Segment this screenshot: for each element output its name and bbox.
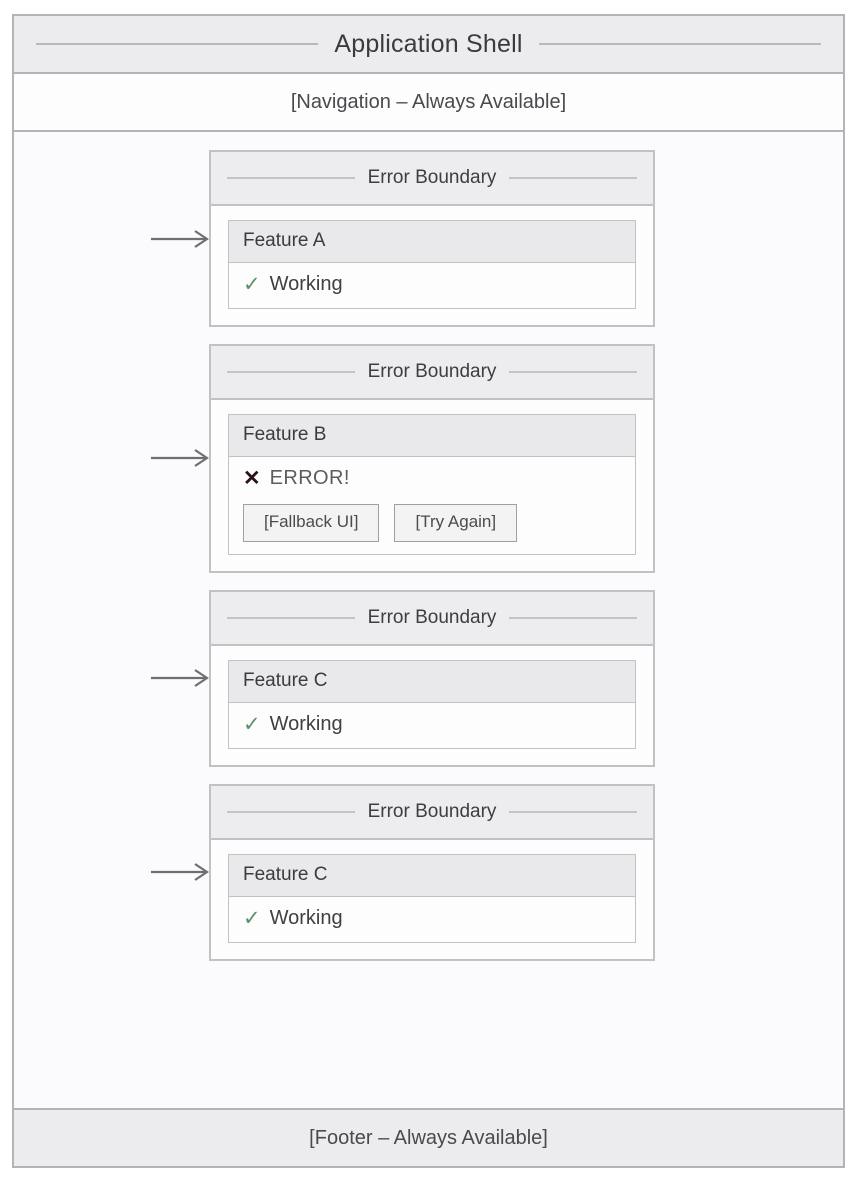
feature-name: Feature C: [243, 863, 328, 885]
application-shell: Application Shell [Navigation – Always A…: [12, 14, 845, 1168]
boundary-rule-left: [227, 616, 355, 619]
status-badge: ✓ Working: [243, 907, 621, 930]
feature-card-body: ✓ Working: [229, 263, 635, 308]
boundary-row: Error Boundary Feature C ✓ Working: [14, 783, 843, 961]
feature-card-header: Feature C: [229, 660, 635, 703]
feature-card-body: ✕ ERROR! [Fallback UI] [Try Again]: [229, 457, 635, 554]
cross-icon: ✕: [243, 467, 261, 490]
boundary-row: Error Boundary Feature A ✓ Working: [14, 150, 843, 327]
boundary-row: Error Boundary Feature C ✓ Working: [14, 589, 843, 767]
fallback-button-row: [Fallback UI] [Try Again]: [243, 504, 621, 542]
error-boundary-card: Error Boundary Feature A ✓ Working: [209, 150, 655, 327]
error-boundary-header: Error Boundary: [211, 152, 653, 206]
boundary-rule-right: [509, 177, 637, 179]
boundary-rule-right: [509, 616, 637, 619]
feature-card-header: Feature A: [229, 221, 635, 263]
arrow-right-icon: [149, 665, 215, 691]
error-boundary-card: Error Boundary Feature C ✓ Working: [209, 589, 655, 767]
feature-card: Feature B ✕ ERROR! [Fallback UI] [Try Ag…: [228, 414, 636, 555]
boundary-rule-right: [509, 371, 637, 373]
shell-title-band: Application Shell: [14, 16, 843, 74]
boundary-rule-left: [227, 177, 355, 179]
footer-label: [Footer – Always Available]: [309, 1126, 548, 1149]
feature-card: Feature C ✓ Working: [228, 853, 636, 943]
status-badge: ✕ ERROR!: [243, 467, 621, 490]
status-label: Working: [269, 906, 343, 929]
footer-bar: [Footer – Always Available]: [14, 1108, 843, 1166]
status-badge: ✓ Working: [243, 273, 621, 296]
feature-name: Feature C: [243, 669, 328, 691]
boundary-rule-left: [227, 371, 355, 373]
boundary-rule-left: [227, 810, 355, 813]
error-boundary-header: Error Boundary: [211, 346, 653, 400]
feature-card-header: Feature C: [229, 854, 635, 897]
feature-card-body: ✓ Working: [229, 897, 635, 942]
try-again-button[interactable]: [Try Again]: [394, 504, 518, 542]
arrow-right-icon: [149, 859, 215, 885]
error-boundary-title: Error Boundary: [367, 167, 497, 188]
error-boundary-content: Feature A ✓ Working: [211, 206, 653, 325]
error-boundary-header: Error Boundary: [211, 591, 653, 646]
status-label: ERROR!: [269, 467, 350, 489]
arrow-right-icon: [149, 445, 215, 471]
feature-name: Feature A: [243, 230, 326, 251]
navigation-label: [Navigation – Always Available]: [290, 90, 567, 113]
check-icon: ✓: [243, 273, 261, 296]
error-boundary-title: Error Boundary: [367, 361, 497, 382]
feature-card-header: Feature B: [229, 415, 635, 457]
error-boundary-header: Error Boundary: [211, 785, 653, 840]
feature-name: Feature B: [243, 424, 327, 445]
boundary-rule-right: [509, 810, 637, 813]
feature-card: Feature A ✓ Working: [228, 220, 636, 309]
title-rule-left: [36, 43, 319, 45]
feature-card-body: ✓ Working: [229, 703, 635, 748]
status-badge: ✓ Working: [243, 713, 621, 736]
page-title: Application Shell: [334, 29, 523, 58]
boundary-stack: Error Boundary Feature A ✓ Working: [14, 132, 843, 1108]
boundary-row: Error Boundary Feature B ✕ ERROR!: [14, 344, 843, 573]
fallback-ui-button[interactable]: [Fallback UI]: [243, 504, 380, 542]
error-boundary-title: Error Boundary: [367, 800, 497, 822]
status-label: Working: [269, 712, 343, 735]
title-rule-right: [538, 43, 821, 45]
error-boundary-content: Feature C ✓ Working: [211, 646, 653, 765]
status-label: Working: [269, 273, 343, 295]
check-icon: ✓: [243, 712, 261, 736]
check-icon: ✓: [243, 906, 261, 930]
error-boundary-card: Error Boundary Feature B ✕ ERROR!: [209, 344, 655, 573]
navigation-bar[interactable]: [Navigation – Always Available]: [14, 74, 843, 132]
error-boundary-title: Error Boundary: [367, 606, 497, 628]
error-boundary-content: Feature C ✓ Working: [211, 840, 653, 959]
feature-card: Feature C ✓ Working: [228, 659, 636, 749]
arrow-right-icon: [149, 226, 215, 252]
error-boundary-content: Feature B ✕ ERROR! [Fallback UI] [Try Ag…: [211, 400, 653, 571]
error-boundary-card: Error Boundary Feature C ✓ Working: [209, 783, 655, 961]
